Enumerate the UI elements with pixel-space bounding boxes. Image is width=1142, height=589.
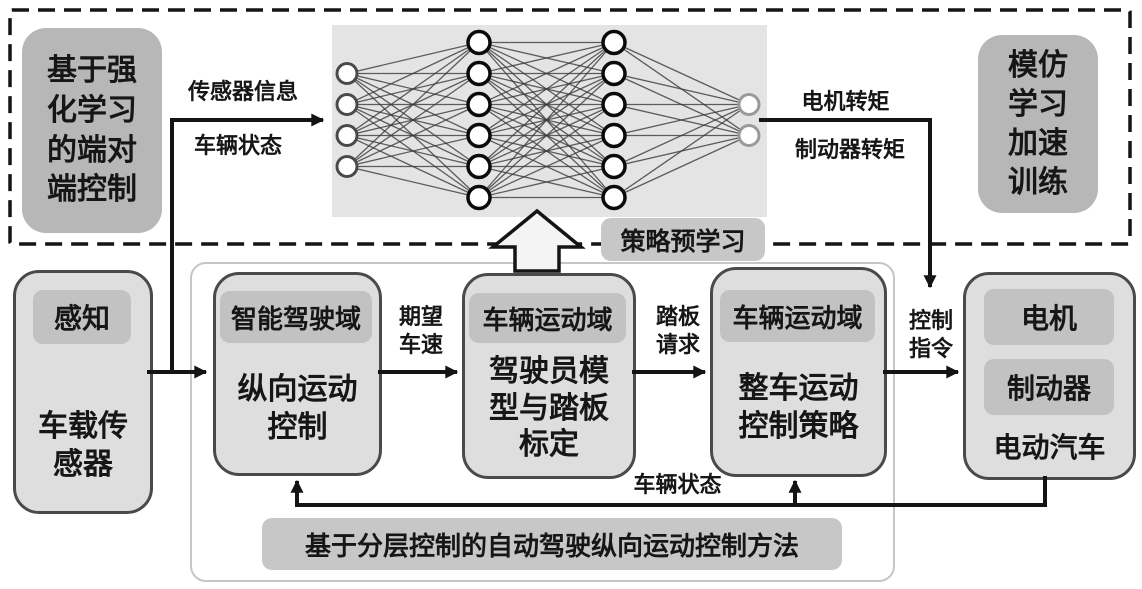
- method-title-tag: 基于分层控制的自动驾驶纵向运动控制方法: [262, 518, 842, 570]
- nn-node: [466, 122, 492, 149]
- nn-node: [601, 29, 627, 56]
- nn-node: [737, 93, 761, 116]
- nn-node: [737, 124, 761, 147]
- rl-end-to-end-box: 基于强 化学习 的端对 端控制: [22, 28, 162, 233]
- electric-vehicle-box: 电机 制动器 电动汽车: [963, 272, 1136, 480]
- longitudinal-control-box: 智能驾驶域 纵向运动 控制: [213, 272, 382, 476]
- nn-node: [335, 62, 359, 85]
- nn-node: [335, 155, 359, 178]
- ev-motor-item: 电机: [984, 289, 1114, 345]
- desired-speed-label: 期望 车速: [398, 304, 443, 357]
- vehicle-state-feedback-label: 车辆状态: [633, 472, 722, 497]
- motor-torque-label: 电机转矩: [801, 89, 890, 114]
- ev-box-label: 电动汽车: [993, 432, 1106, 464]
- nn-node: [601, 184, 627, 211]
- vehicle-control-strategy-box: 车辆运动域 整车运动 控制策略: [710, 267, 887, 477]
- nn-node: [466, 153, 492, 180]
- longitudinal-control-body: 纵向运动 控制: [237, 372, 358, 444]
- nn-node: [466, 91, 492, 118]
- vehicle-control-strategy-body: 整车运动 控制策略: [738, 371, 859, 443]
- longitudinal-control-header: 智能驾驶域: [220, 291, 372, 343]
- nn-node: [466, 60, 492, 87]
- vehicle-control-strategy-header: 车辆运动域: [720, 290, 875, 342]
- nn-node: [601, 122, 627, 149]
- sensor-box-body: 车载传 感器: [38, 409, 128, 481]
- nn-node: [601, 60, 627, 87]
- nn-node: [601, 91, 627, 118]
- neural-network-panel: [332, 25, 767, 217]
- nn-node: [601, 153, 627, 180]
- imitation-learning-box: 模仿 学习 加速 训练: [978, 35, 1098, 213]
- vehicle-state-input-label: 车辆状态: [193, 133, 282, 158]
- driver-model-box: 车辆运动域 驾驶员模 型与踏板 标定: [462, 273, 636, 479]
- policy-prelearn-tag: 策略预学习: [601, 218, 765, 261]
- driver-model-header: 车辆运动域: [469, 293, 626, 343]
- sensor-info-label: 传感器信息: [187, 79, 298, 104]
- nn-node: [466, 29, 492, 56]
- pedal-request-label: 踏板 请求: [655, 304, 700, 357]
- neural-network-graphic: [335, 29, 761, 211]
- ev-brake-item: 制动器: [984, 359, 1114, 415]
- driver-model-body: 驾驶员模 型与踏板 标定: [489, 355, 609, 462]
- nn-node: [335, 124, 359, 147]
- nn-node: [335, 93, 359, 116]
- brake-torque-label: 制动器转矩: [794, 137, 905, 162]
- sensor-box-header: 感知: [33, 290, 131, 344]
- nn-node: [466, 184, 492, 211]
- sensor-box: 感知 车载传 感器: [13, 270, 153, 514]
- control-command-label: 控制 指令: [908, 308, 953, 361]
